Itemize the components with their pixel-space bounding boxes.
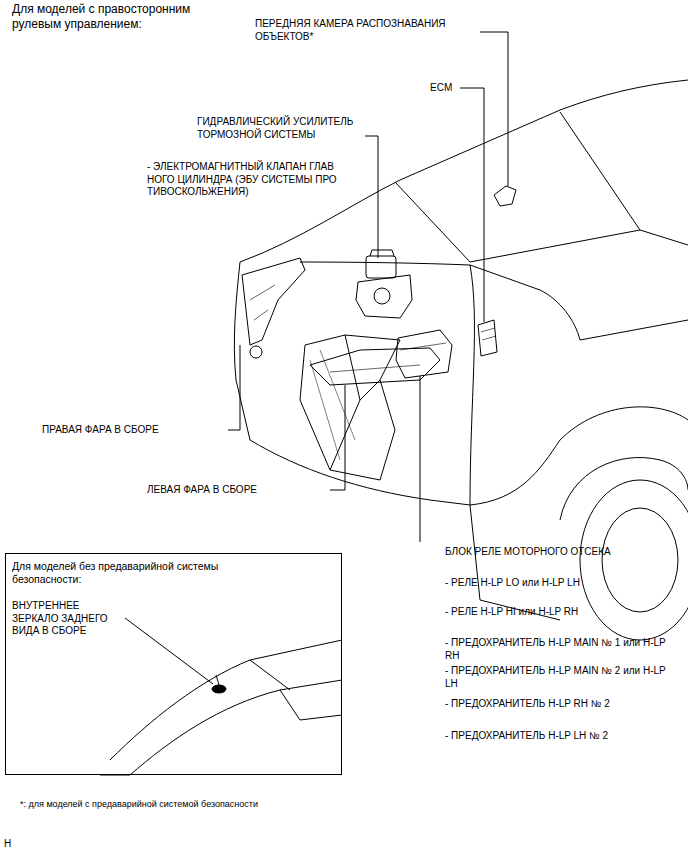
component-name: - ПРЕДОХРАНИТЕЛЬ H-LP LH № 2 bbox=[445, 730, 608, 743]
component-name: - ПРЕДОХРАНИТЕЛЬ H-LP MAIN № 1 или H-LP … bbox=[445, 637, 680, 662]
component-name: - РЕЛЕ H-LP LO или H-LP LH bbox=[445, 577, 580, 590]
component-name: - ПРЕДОХРАНИТЕЛЬ H-LP RH № 2 bbox=[445, 698, 610, 711]
inset-box: Для моделей без предаварийной системы бе… bbox=[5, 553, 342, 775]
component-name: - РЕЛЕ H-LP HI или H-LP RH bbox=[445, 606, 578, 619]
part-name: ГИДРАВЛИЧЕСКИЙ УСИЛИТЕЛЬ ТОРМОЗНОЙ СИСТЕ… bbox=[197, 116, 365, 141]
part-name: ЛЕВАЯ ФАРА В СБОРЕ bbox=[147, 484, 257, 497]
footnote: *: для моделей с предаварийной системой … bbox=[20, 799, 258, 810]
figure-code: H bbox=[4, 838, 11, 851]
inset-heading: Для моделей без предаварийной системы бе… bbox=[12, 560, 242, 586]
part-name: ПРАВАЯ ФАРА В СБОРЕ bbox=[42, 424, 159, 437]
part-name: БЛОК РЕЛЕ МОТОРНОГО ОТСЕКА bbox=[445, 546, 611, 559]
diagram-title: Для моделей с правосторонним рулевым упр… bbox=[12, 2, 227, 32]
part-name: ВНУТРЕННЕЕ ЗЕРКАЛО ЗАДНЕГО ВИДА В СБОРЕ bbox=[12, 600, 122, 638]
part-name: ECM bbox=[430, 82, 452, 95]
part-name: - ЭЛЕКТРОМАГНИТНЫЙ КЛАПАН ГЛАВ НОГО ЦИЛИ… bbox=[147, 161, 359, 199]
component-name: - ПРЕДОХРАНИТЕЛЬ H-LP MAIN № 2 или H-LP … bbox=[445, 665, 680, 690]
part-name: ПЕРЕДНЯЯ КАМЕРА РАСПОЗНАВАНИЯ ОБЪЕКТОВ* bbox=[255, 18, 475, 43]
